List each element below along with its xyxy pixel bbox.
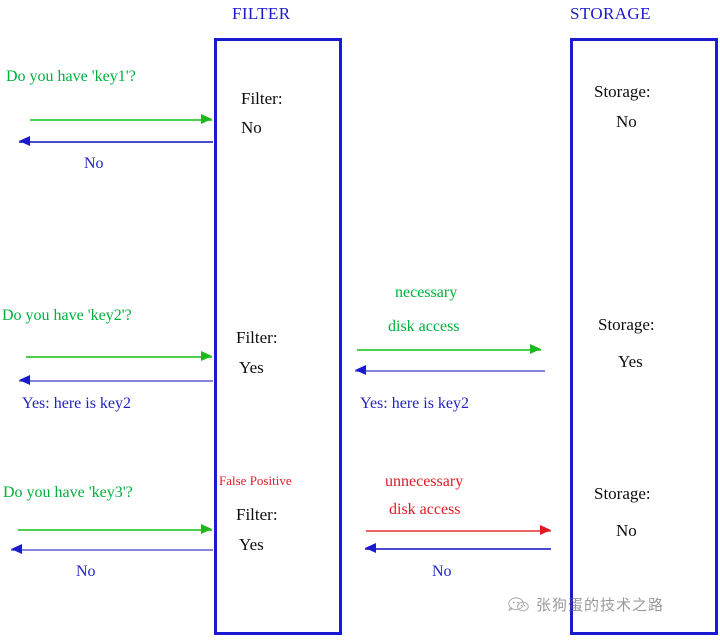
arrow-shaft [19, 380, 213, 382]
client-response-key3: No [76, 563, 96, 580]
filter-value-key2: Yes [239, 358, 264, 377]
arrow-head [201, 351, 212, 361]
client-query-key2: Do you have 'key2'? [2, 307, 132, 324]
client-query-key1: Do you have 'key1'? [6, 68, 136, 85]
arrow-head [201, 524, 212, 534]
filter-value-key3: Yes [239, 535, 264, 554]
arrow-filter-to-client-key3 [11, 544, 213, 555]
disk-access-label-key3-line2: disk access [389, 501, 461, 518]
storage-value-key3: No [616, 521, 637, 540]
disk-access-label-key3-line1: unnecessary [385, 473, 464, 490]
storage-column-box [570, 38, 718, 635]
arrow-shaft [366, 530, 551, 532]
storage-label-key3: Storage: [594, 484, 651, 503]
storage-value-key1: No [616, 112, 637, 131]
arrow-head [355, 365, 366, 375]
filter-label-key2: Filter: [236, 328, 278, 347]
arrow-shaft [30, 119, 212, 121]
arrow-shaft [18, 529, 212, 531]
watermark-text: 张狗蛋的技术之路 [536, 598, 665, 614]
false-positive-note-key3: False Positive [219, 473, 292, 488]
arrow-client-to-filter-key1 [30, 114, 212, 125]
disk-access-label-key2-line1: necessary [395, 284, 458, 301]
arrow-client-to-filter-key2 [26, 351, 212, 362]
filter-label-key3: Filter: [236, 505, 278, 524]
storage-label-key1: Storage: [594, 82, 651, 101]
storage-value-key2: Yes [618, 352, 643, 371]
wechat-icon [508, 596, 529, 613]
arrow-shaft [19, 141, 213, 143]
client-query-key3: Do you have 'key3'? [3, 484, 133, 501]
arrow-storage-to-filter-key2 [355, 365, 545, 376]
arrow-shaft [357, 349, 541, 351]
arrow-head [201, 114, 212, 124]
arrow-shaft [355, 370, 545, 372]
arrow-client-to-filter-key3 [18, 524, 212, 535]
arrow-filter-to-client-key1 [19, 136, 213, 147]
filter-value-key1: No [241, 118, 262, 137]
disk-access-label-key2-line2: disk access [388, 318, 460, 335]
arrow-filter-to-storage-key3 [366, 525, 551, 536]
arrow-shaft [11, 549, 213, 551]
arrow-head [19, 136, 30, 146]
filter-column-title: FILTER [232, 4, 291, 23]
arrow-head [11, 544, 22, 554]
filter-label-key1: Filter: [241, 89, 283, 108]
storage-response-key3: No [432, 563, 452, 580]
arrow-head [365, 543, 376, 553]
watermark: 张狗蛋的技术之路 [508, 594, 664, 615]
arrow-head [540, 525, 551, 535]
client-response-key1: No [84, 155, 104, 172]
arrow-shaft [26, 356, 212, 358]
arrow-storage-to-filter-key3 [365, 543, 551, 554]
arrow-shaft [365, 548, 551, 550]
arrow-filter-to-client-key2 [19, 375, 213, 386]
filter-column-box [214, 38, 342, 635]
arrow-head [530, 344, 541, 354]
storage-response-key2: Yes: here is key2 [360, 395, 470, 412]
arrow-filter-to-storage-key2 [357, 344, 541, 355]
client-response-key2: Yes: here is key2 [22, 395, 132, 412]
storage-column-title: STORAGE [570, 4, 651, 23]
storage-label-key2: Storage: [598, 315, 655, 334]
arrow-head [19, 375, 30, 385]
